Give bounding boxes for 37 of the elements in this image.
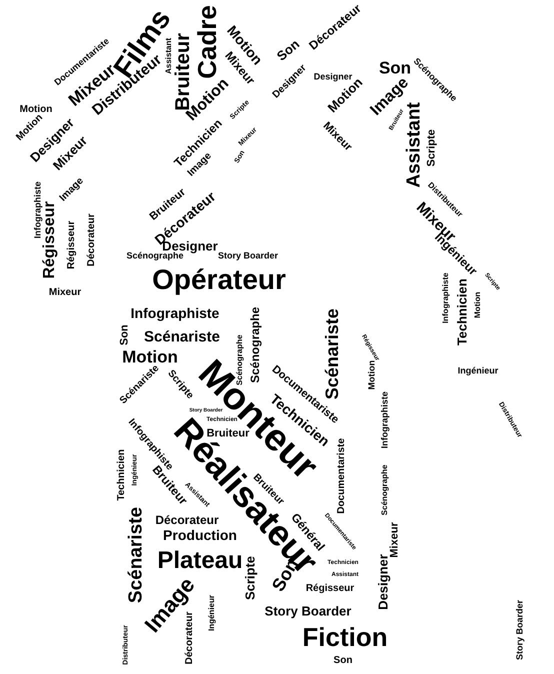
word: Motion (122, 348, 178, 366)
word: Régisseur (42, 201, 58, 279)
word: Mixeur (48, 288, 82, 298)
word: Designer (376, 554, 390, 610)
word: Technicien (117, 449, 127, 501)
word: Son (120, 324, 130, 346)
word: Documentariste (337, 438, 347, 514)
word: Infographiste (34, 182, 42, 238)
word: Scénariste (144, 330, 220, 344)
word: Scénographe (126, 252, 184, 260)
word: Scénographe (381, 464, 389, 516)
word: Son (378, 60, 412, 76)
word: Régisseur (67, 220, 77, 270)
word: Ingénieur (458, 366, 498, 376)
word: Technicien (456, 278, 468, 346)
word: Infographiste (380, 392, 390, 448)
word: Ingénieur (208, 595, 216, 631)
word: Story Boarder (516, 600, 524, 660)
word: Fiction (302, 624, 388, 650)
word: Assistant (404, 102, 424, 188)
word: Infographiste (130, 306, 220, 320)
word: Son (334, 656, 352, 666)
word: Décorateur (87, 214, 97, 266)
word: Story Boarder (218, 252, 278, 260)
word: Story Boarder (264, 604, 352, 618)
word: Opérateur (152, 266, 286, 294)
word: Régisseur (306, 584, 354, 594)
word: Cadre (194, 5, 220, 79)
word: Scénariste (126, 506, 146, 604)
word: Motion (474, 292, 482, 318)
word: Motion (20, 105, 52, 115)
word: Designer (314, 72, 352, 82)
word: Scripte (426, 129, 438, 167)
word: Mixeur (390, 522, 400, 558)
word: Motion (368, 360, 376, 390)
word: Son (274, 37, 302, 63)
word: Infographiste (442, 272, 450, 324)
